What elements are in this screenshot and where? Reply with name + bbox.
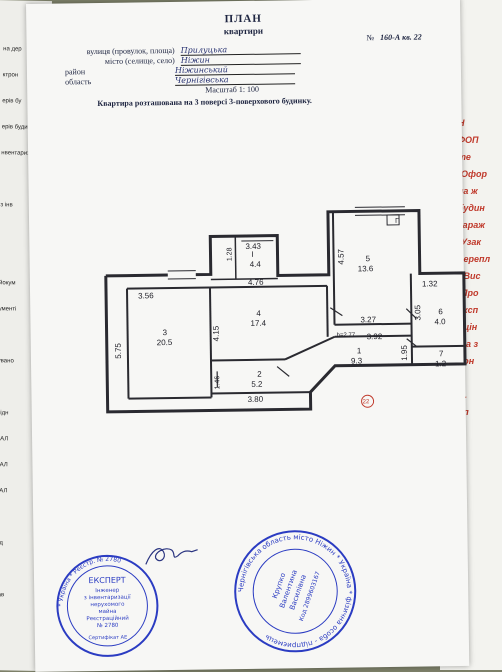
sheet-text-line: йокум [0,280,16,286]
expert-stamp-line: Інженер [95,588,120,594]
dimension-label: 5.75 [114,343,123,359]
sheet-text-line: жав [0,592,4,598]
floor-plan-document: ПЛАН квартири № 160-А кв. 22 вулиця (про… [26,0,469,672]
number-label: № [366,33,374,42]
sheet-text-line: ВАЛ [0,436,8,442]
expert-stamp-bottom: Сертифікат АЕ [88,635,127,642]
room-number: І [251,250,253,259]
room-area: 13.6 [358,264,374,273]
address-row: область Чернігівська [65,74,315,87]
sheet-text-line: ерів будин [2,124,31,131]
field-label: область [65,76,175,88]
address-fields: вулиця (провулок, площа) Прилуцька місто… [65,44,316,87]
room-number: 6 [438,307,443,316]
dimension-label: 1.95 [400,345,409,361]
room-number: 1 [357,346,362,355]
expert-stamp-line: № 2780 [97,623,119,629]
dimension-label: 4.57 [336,248,345,264]
height-note: h=2.77 [337,332,356,338]
sheet-text-line: ументі [0,306,16,312]
entrepreneur-stamp: Чернігівська область місто Ніжин * Украї… [229,525,361,657]
dimension-label: 4.15 [212,325,221,341]
dimension-label: 3.56 [138,291,154,300]
corner-mark: Г [395,218,399,225]
expert-stamp: * Україна * Реєстр. № 2780 ЕКСПЕРТ Інжен… [52,550,164,662]
dimension-label: 3.27 [360,315,376,324]
dimension-label: 1.46 [214,376,221,390]
dimension-label: 3.05 [413,304,422,320]
room-area: 20.5 [157,338,173,347]
room-area: 1.2 [435,359,447,368]
dimension-label: 3.92 [367,332,383,341]
room-number: 2 [257,370,262,379]
room-number: 4 [256,309,261,318]
sheet-text-line: ктрон [3,72,19,78]
expert-stamp-line: нерухомого [90,602,125,608]
room-number: 3 [163,328,168,337]
sheet-text-line: ВАЛ [0,462,8,468]
dimension-label: 4.76 [248,278,264,287]
floor-plan-drawing: Г 22 3 20.5 4 17.4 5 13.6 6 4.0 7 1.2 1 … [65,188,468,434]
expert-stamp-heading: ЕКСПЕРТ [88,576,125,586]
dimension-label: 1.32 [422,279,438,288]
sheet-text-line: на дер [3,46,22,52]
expert-stamp-line: Реєстраційний [86,615,129,623]
sheet-text-line: ерів бу [2,98,21,104]
expert-stamp-line: з інвентаризації [84,595,131,602]
room-area: 5.2 [251,380,263,389]
scale-label: Масштаб 1: 100 [205,85,259,95]
room-area: 9.3 [351,356,363,365]
room-number: 7 [439,349,444,358]
expert-stamp-line: майна [98,608,116,615]
document-number: № 160-А кв. 22 [366,32,421,42]
sheet-text-line: увано [0,358,14,364]
sheet-text-line: ВАЛ [0,488,7,494]
dimension-label: 3.80 [247,395,263,404]
location-description: Квартира розташована на 3 поверсі 3-пове… [97,96,312,108]
room-number: 5 [366,254,371,263]
sheet-text-line: лід [0,540,3,546]
number-value: 160-А кв. 22 [380,32,422,42]
sheet-text-line: з інв [0,202,12,208]
dimension-label: 1.28 [226,247,233,261]
dimension-label: 3.43 [245,242,261,251]
room-area: 4.4 [250,260,262,269]
room-area: 17.4 [250,319,266,328]
sheet-text-line: лідн [0,410,8,416]
room-area: 4.0 [434,317,446,326]
apartment-marker-number: 22 [363,399,370,405]
